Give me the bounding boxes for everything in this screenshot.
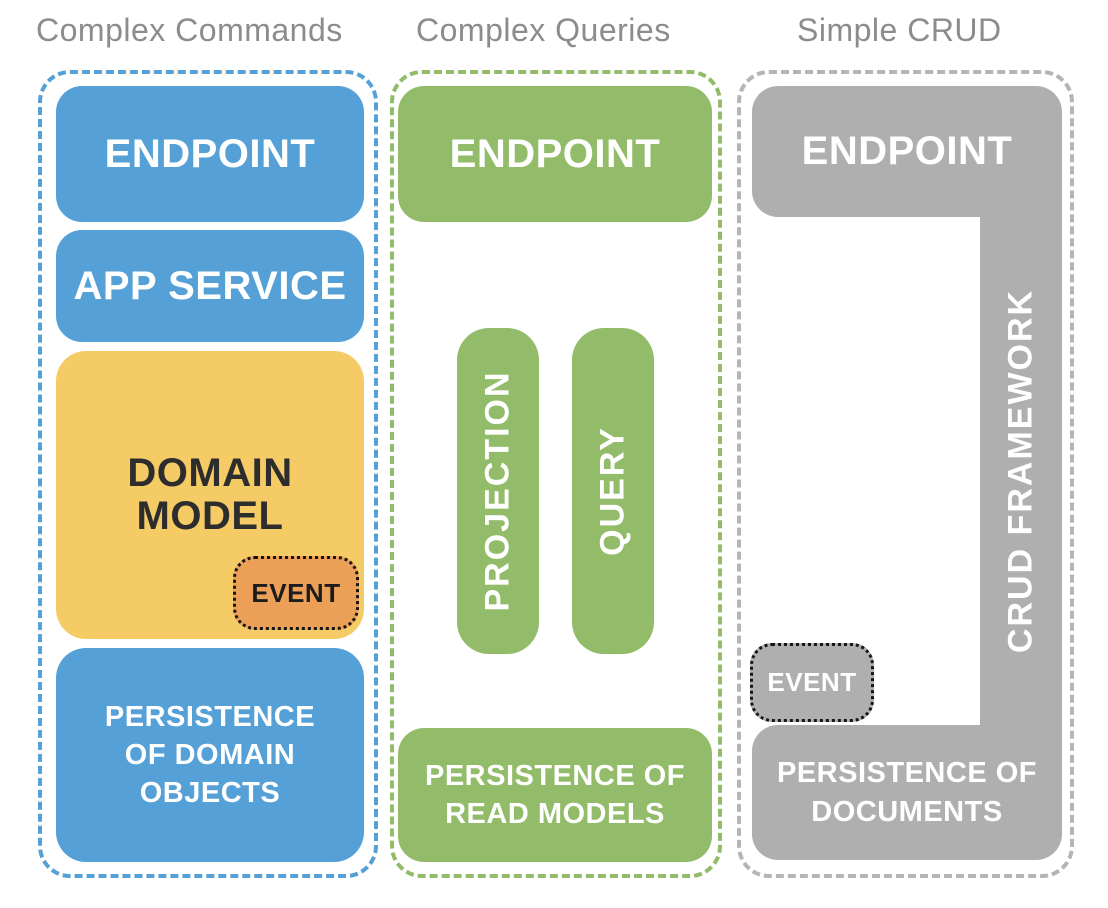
crud-endpoint-label: ENDPOINT — [801, 129, 1013, 173]
column-title-complex-queries: Complex Queries — [416, 12, 671, 48]
crud-endpoint-box: ENDPOINT — [752, 86, 1062, 217]
query-label: QUERY — [593, 426, 632, 556]
commands-endpoint-label: ENDPOINT — [104, 131, 316, 176]
domain-model-label: DOMAIN MODEL — [127, 450, 293, 538]
complex-commands-group-border — [38, 70, 378, 878]
crud-event-label: EVENT — [767, 667, 857, 697]
commands-endpoint-box: ENDPOINT — [56, 86, 364, 222]
domain-event-label: EVENT — [251, 577, 341, 608]
complex-queries-group-border — [390, 70, 722, 878]
crud-framework-label: CRUD FRAMEWORK — [1001, 288, 1040, 654]
queries-endpoint-box: ENDPOINT — [398, 86, 712, 222]
simple-crud-group-border — [737, 70, 1074, 878]
persistence-domain-objects-box: PERSISTENCE OF DOMAIN OBJECTS — [56, 648, 364, 862]
crud-event-badge: EVENT — [750, 643, 874, 722]
queries-endpoint-label: ENDPOINT — [449, 131, 661, 176]
persistence-domain-objects-label: PERSISTENCE OF DOMAIN OBJECTS — [104, 700, 316, 810]
persistence-read-models-box: PERSISTENCE OF READ MODELS — [398, 728, 712, 862]
domain-model-box: DOMAIN MODEL — [56, 351, 364, 639]
column-title-complex-commands: Complex Commands — [36, 12, 343, 48]
domain-event-badge: EVENT — [233, 556, 359, 630]
persistence-documents-label: PERSISTENCE OF DOCUMENTS — [777, 757, 1037, 828]
projection-label: PROJECTION — [478, 370, 517, 612]
app-service-box: APP SERVICE — [56, 230, 364, 342]
persistence-documents-box: PERSISTENCE OF DOCUMENTS — [752, 725, 1062, 860]
persistence-read-models-label: PERSISTENCE OF READ MODELS — [425, 759, 685, 830]
column-title-simple-crud: Simple CRUD — [797, 12, 1002, 48]
crud-framework-bar: CRUD FRAMEWORK — [980, 216, 1062, 726]
query-bar: QUERY — [572, 328, 654, 654]
app-service-label: APP SERVICE — [73, 263, 347, 308]
projection-bar: PROJECTION — [457, 328, 539, 654]
